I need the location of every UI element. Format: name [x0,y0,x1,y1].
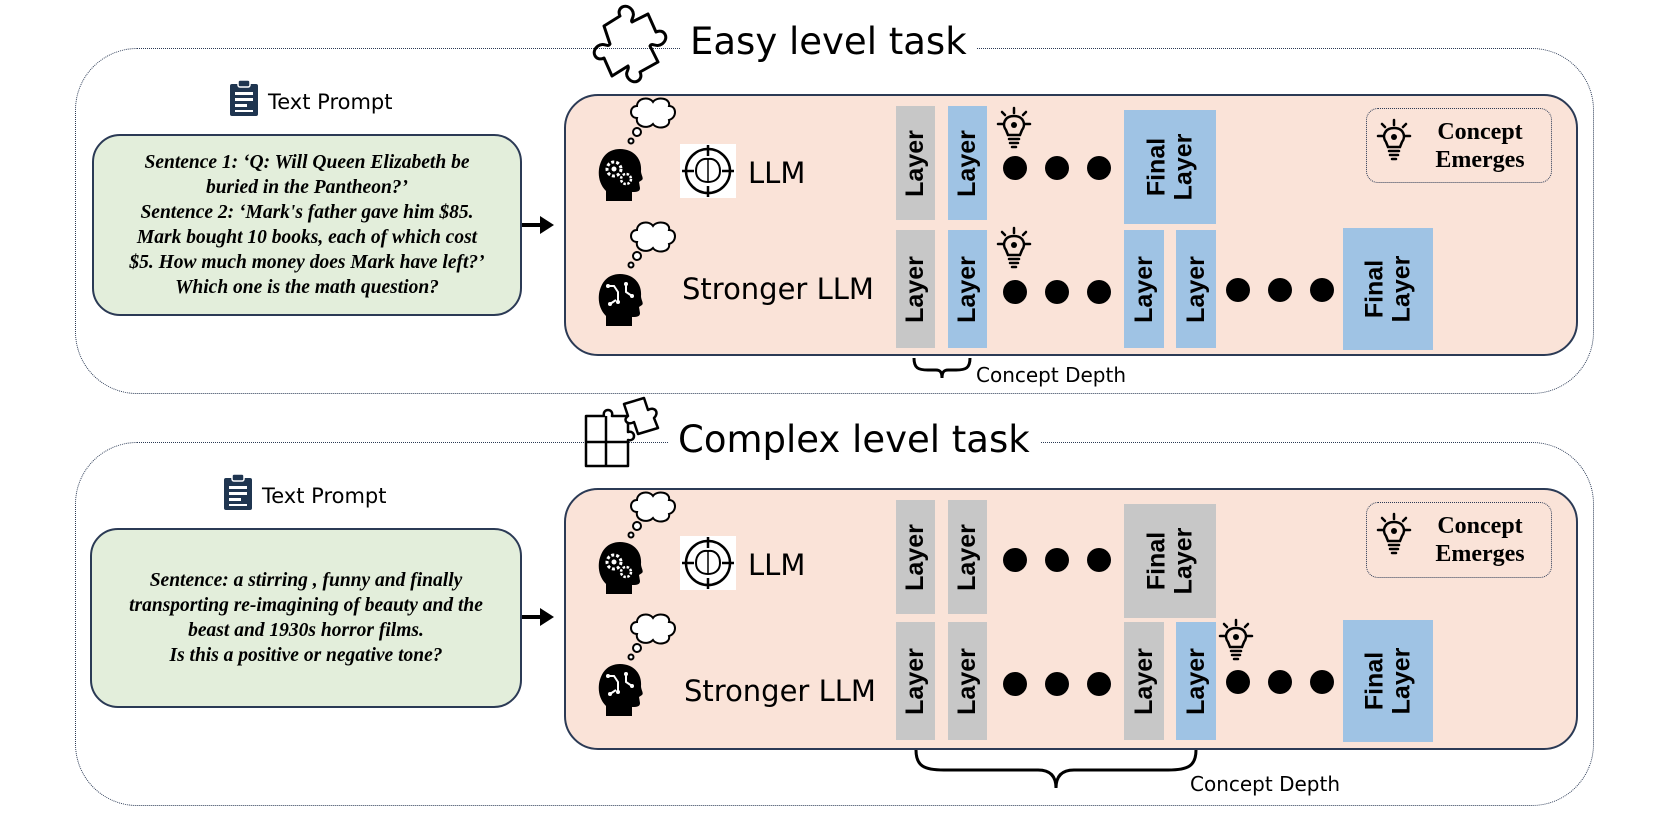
ellipsis-dot [1045,156,1069,180]
complex-arrow [522,608,554,626]
lightbulb-icon [1218,618,1254,661]
ellipsis-dot [1087,280,1111,304]
concept-emerges-legend [1366,502,1552,578]
ellipsis-dot [1045,548,1069,572]
ellipsis-dot [1087,156,1111,180]
layer-block: Layer [948,500,987,614]
thought-cloud-icon [627,221,676,269]
stronger-llm-label: Stronger LLM [684,674,876,708]
ellipsis-dot [1310,278,1334,302]
ellipsis-dot [1226,278,1250,302]
ellipsis-dot [1003,280,1027,304]
lightbulb-icon [1376,512,1412,555]
puzzle-pieces-icon [584,396,660,468]
ellipsis-dot [1045,672,1069,696]
ellipsis-dot [1268,278,1292,302]
ellipsis-dot [1045,280,1069,304]
brain-target-icon [680,144,736,198]
brain-target-icon [680,536,736,590]
ellipsis-dot [1003,672,1027,696]
easy-arrow [522,216,554,234]
layer-block: Layer [1124,622,1164,740]
clipboard-icon [230,79,258,116]
prompt-line: transporting re-imagining of beauty and … [129,595,483,616]
ellipsis-dot [1310,670,1334,694]
head-gears-icon [598,542,643,594]
puzzle-piece-icon [592,4,668,84]
easy-task-title: Easy level task [680,20,977,63]
ellipsis-dot [1087,548,1111,572]
thought-cloud-icon [627,613,676,661]
ellipsis-dot [1003,156,1027,180]
text-prompt-label: Text Prompt [268,90,393,114]
lightbulb-icon [1376,118,1412,161]
thought-cloud-icon [627,97,676,145]
prompt-line: Sentence: a stirring , funny and finally [149,570,463,591]
prompt-line: Which one is the math question? [175,277,439,298]
prompt-line: buried in the Pantheon?’ [205,177,409,198]
layer-block: Layer [948,622,987,740]
layer-block: Layer [1176,622,1216,740]
text-prompt-label: Text Prompt [262,484,387,508]
layer-block: Layer [1176,230,1216,348]
ellipsis-dot [1087,672,1111,696]
ellipsis-dot [1226,670,1250,694]
concept-depth-brace [912,357,972,379]
concept-depth-brace [914,749,1198,789]
head-circuit-icon [598,274,643,326]
lightbulb-icon [996,226,1032,269]
ellipsis-dot [1268,670,1292,694]
llm-label: LLM [748,548,806,582]
prompt-line: Is this a positive or negative tone? [169,645,443,666]
ellipsis-dot [1003,548,1027,572]
layer-block: Layer [896,622,935,740]
layer-block: Layer [896,230,935,348]
head-gears-icon [598,149,643,201]
layer-block: Layer [896,106,935,220]
layer-block: Layer [948,106,987,220]
prompt-line: $5. How much money does Mark have left?’ [129,252,485,273]
concept-depth-label: Concept Depth [976,363,1126,387]
clipboard-icon [224,473,252,510]
prompt-line: beast and 1930s horror films. [188,620,424,641]
head-circuit-icon [598,664,643,716]
lightbulb-icon [996,106,1032,149]
complex-task-title: Complex level task [668,418,1040,461]
llm-label: LLM [748,156,806,190]
complex-prompt-box: Sentence: a stirring , funny and finally… [90,528,522,708]
easy-prompt-box: Sentence 1: ‘Q: Will Queen Elizabeth be … [92,134,522,316]
layer-block: Layer [1124,230,1164,348]
prompt-line: Sentence 1: ‘Q: Will Queen Elizabeth be [144,152,470,173]
layer-block: Layer [896,500,935,614]
prompt-line: Mark bought 10 books, each of which cost [136,227,478,248]
concept-depth-label: Concept Depth [1190,772,1340,796]
layer-block: Layer [948,230,987,348]
thought-cloud-icon [627,491,676,539]
stronger-llm-label: Stronger LLM [682,272,874,306]
concept-emerges-legend [1366,108,1552,183]
prompt-line: Sentence 2: ‘Mark's father gave him $85. [140,202,474,223]
